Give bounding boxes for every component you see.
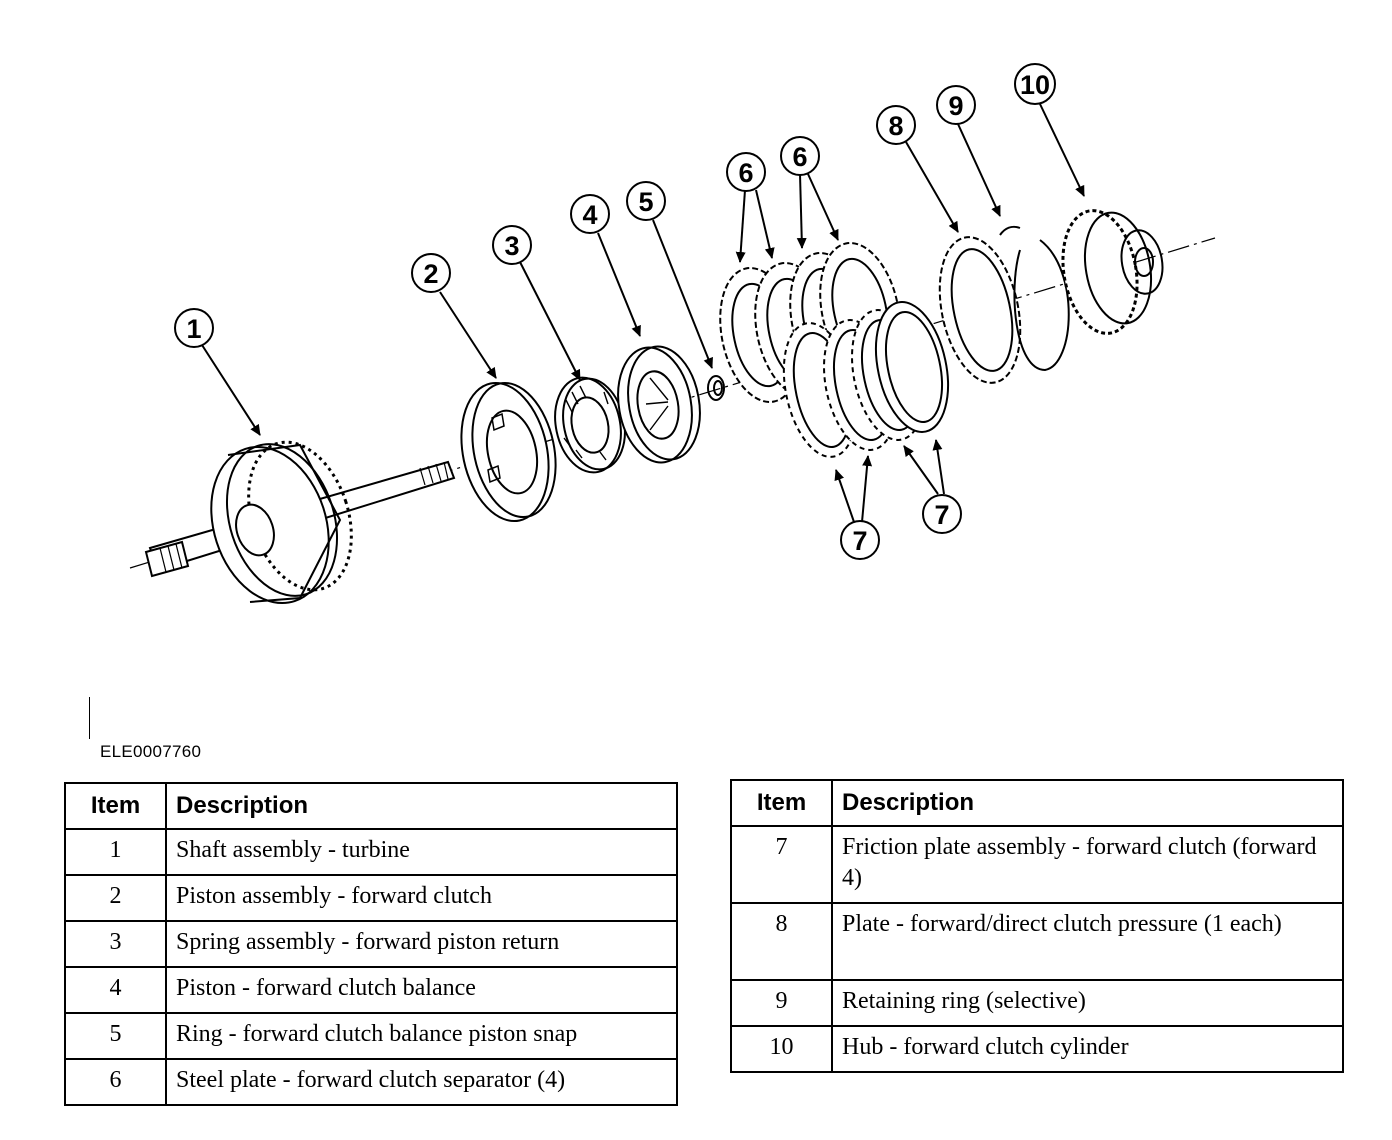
svg-text:2: 2 [423,259,438,289]
svg-text:10: 10 [1020,70,1050,100]
table-row: 8 Plate - forward/direct clutch pressure… [730,902,1344,981]
part-2-forward-clutch-piston [460,381,557,523]
legend-header-row: Item Description [64,782,678,830]
callout-3: 3 [492,225,532,265]
table-row: 5 Ring - forward clutch balance piston s… [64,1012,678,1060]
callout-9: 9 [936,85,976,125]
table-row: 9 Retaining ring (selective) [730,979,1344,1027]
table-row: 10 Hub - forward clutch cylinder [730,1025,1344,1073]
item-number: 4 [64,966,167,1014]
figure-marker-line [89,697,90,739]
part-6-7-clutch-pack [719,242,949,458]
callout-10: 10 [1014,63,1056,105]
leader-arrows [201,103,1085,523]
item-description: Piston - forward clutch balance [165,966,678,1014]
item-number: 8 [730,902,833,981]
svg-text:6: 6 [738,158,753,188]
callout-7a: 7 [840,520,880,560]
header-description: Description [831,779,1344,827]
item-description: Steel plate - forward clutch separator (… [165,1058,678,1106]
svg-text:6: 6 [792,142,807,172]
figure-id-label: ELE0007760 [100,742,202,761]
exploded-view-diagram: 1 2 3 4 5 6 6 8 9 10 7 7 [129,63,1216,605]
item-description: Shaft assembly - turbine [165,828,678,876]
item-number: 6 [64,1058,167,1106]
item-description: Piston assembly - forward clutch [165,874,678,922]
svg-text:3: 3 [504,231,519,261]
item-description: Retaining ring (selective) [831,979,1344,1027]
svg-text:8: 8 [888,111,903,141]
part-10-hub [1061,209,1164,335]
callout-6a: 6 [726,152,766,192]
item-description: Friction plate assembly - forward clutch… [831,825,1344,904]
legend-header-row: Item Description [730,779,1344,827]
callout-4: 4 [570,194,610,234]
table-row: 4 Piston - forward clutch balance [64,966,678,1014]
callout-8: 8 [876,105,916,145]
table-row: 2 Piston assembly - forward clutch [64,874,678,922]
svg-text:9: 9 [948,91,963,121]
svg-text:7: 7 [852,526,867,556]
item-number: 10 [730,1025,833,1073]
item-number: 2 [64,874,167,922]
callout-2: 2 [411,253,451,293]
item-number: 5 [64,1012,167,1060]
legend-table-left: Item Description 1 Shaft assembly - turb… [64,782,678,1106]
svg-text:5: 5 [638,187,653,217]
item-number: 3 [64,920,167,968]
header-item: Item [730,779,833,827]
item-number: 1 [64,828,167,876]
item-number: 7 [730,825,833,904]
svg-text:1: 1 [186,314,201,344]
callout-5: 5 [626,181,666,221]
callout-6b: 6 [780,136,820,176]
legend-table-right: Item Description 7 Friction plate assemb… [730,779,1344,1073]
part-8-pressure-plate [938,236,1022,384]
table-row: 6 Steel plate - forward clutch separator… [64,1058,678,1106]
item-description: Ring - forward clutch balance piston sna… [165,1012,678,1060]
svg-text:4: 4 [582,200,597,230]
item-description: Hub - forward clutch cylinder [831,1025,1344,1073]
header-description: Description [165,782,678,830]
part-5-snap-ring [707,375,725,401]
part-1-turbine-shaft [144,440,456,605]
callout-7b: 7 [922,494,962,534]
item-description: Plate - forward/direct clutch pressure (… [831,902,1344,981]
table-row: 1 Shaft assembly - turbine [64,828,678,876]
item-description: Spring assembly - forward piston return [165,920,678,968]
table-row: 3 Spring assembly - forward piston retur… [64,920,678,968]
header-item: Item [64,782,167,830]
part-4-balance-piston [617,345,701,464]
svg-text:7: 7 [934,500,949,530]
table-row: 7 Friction plate assembly - forward clut… [730,825,1344,904]
callout-1: 1 [174,308,214,348]
item-number: 9 [730,979,833,1027]
